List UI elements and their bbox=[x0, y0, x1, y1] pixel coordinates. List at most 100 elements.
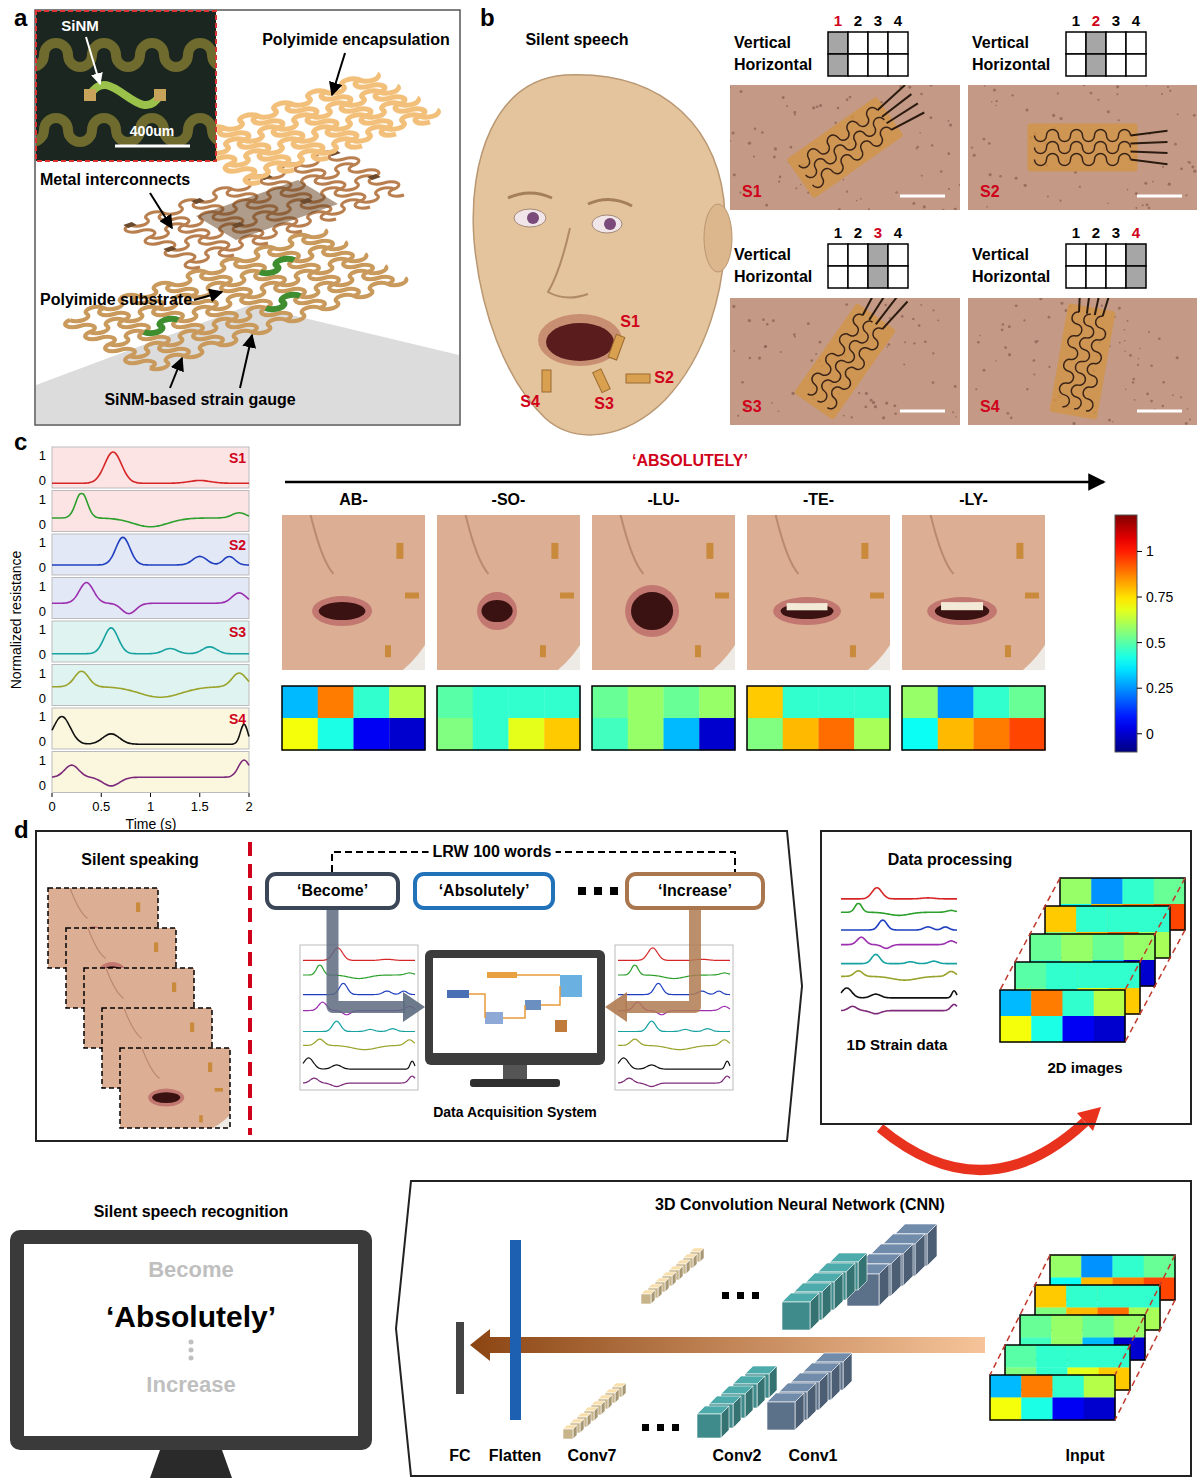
signal-curve bbox=[303, 948, 415, 961]
serpentine-trace bbox=[795, 105, 881, 170]
cnn-art bbox=[456, 1224, 1175, 1439]
skin-pore bbox=[870, 399, 873, 402]
heatmap-cell bbox=[1021, 1398, 1053, 1421]
sensor-patch bbox=[593, 369, 610, 393]
ellipsis-dot bbox=[752, 1292, 759, 1299]
label-text: Vertical bbox=[734, 246, 791, 263]
label-text: Silent speech bbox=[525, 31, 628, 48]
text-holder: 3D Convolution Neural Network (CNN) bbox=[655, 1196, 945, 1214]
polyimide-patch bbox=[794, 303, 896, 421]
heatmap-cell bbox=[1050, 1255, 1082, 1278]
heatmap-cell bbox=[1030, 934, 1062, 960]
monitor-screen bbox=[433, 958, 597, 1053]
cube-side bbox=[580, 1419, 584, 1433]
resistance-plots bbox=[52, 447, 249, 797]
heatmap-cell bbox=[1094, 1016, 1126, 1042]
sensor-patch bbox=[695, 645, 701, 657]
label-text: 4 bbox=[894, 12, 902, 29]
cube-side bbox=[891, 1254, 901, 1296]
heatmap-cell bbox=[1053, 1398, 1085, 1421]
skin-pore bbox=[993, 88, 996, 91]
sensor-patch bbox=[405, 593, 419, 599]
face-skin bbox=[390, 430, 605, 694]
text-holder: 1 bbox=[834, 224, 842, 242]
skin-pore bbox=[868, 208, 870, 210]
skin-pore bbox=[1048, 316, 1051, 319]
text-holder: 4 bbox=[894, 224, 902, 242]
text-holder: S2 bbox=[229, 536, 246, 554]
colorbar bbox=[1115, 515, 1142, 752]
contact-pad bbox=[367, 174, 381, 180]
text-holder: 3 bbox=[874, 224, 882, 242]
skin-pore bbox=[1132, 378, 1135, 381]
text-holder: Data processing bbox=[888, 851, 1012, 869]
label-text: -LU- bbox=[648, 491, 680, 508]
lip-photos bbox=[235, 430, 1070, 694]
text-holder: 0 bbox=[39, 732, 46, 750]
skin-pore bbox=[1169, 90, 1171, 92]
block-icon bbox=[555, 1020, 567, 1032]
metal-track bbox=[36, 43, 216, 67]
skin-pore bbox=[729, 87, 730, 88]
signal-curve bbox=[303, 1058, 415, 1069]
label-text: Conv2 bbox=[713, 1447, 762, 1464]
word-box: ‘Increase’ bbox=[625, 872, 765, 910]
connector-line bbox=[333, 910, 406, 1007]
contact-pad bbox=[231, 222, 245, 228]
heatmap-cell bbox=[628, 718, 664, 750]
ellipsis-dot bbox=[642, 1424, 649, 1431]
skin-pore bbox=[837, 107, 840, 110]
skin-pore bbox=[954, 208, 957, 211]
text-holder: Polyimide encapsulation bbox=[262, 31, 450, 49]
signal-curve bbox=[841, 988, 957, 998]
table-cell bbox=[888, 54, 908, 76]
skin-pore bbox=[1150, 400, 1153, 403]
serpentine-trace bbox=[809, 125, 895, 190]
skin-pore bbox=[947, 120, 949, 122]
signal-curve bbox=[303, 1076, 415, 1086]
serpentine-trace bbox=[165, 174, 379, 252]
signal-curve bbox=[618, 1039, 730, 1050]
skin-pore bbox=[1001, 329, 1004, 332]
serpentine-trace bbox=[803, 312, 868, 398]
skin-pore bbox=[856, 200, 858, 202]
table-cell bbox=[848, 244, 868, 266]
cube-side bbox=[834, 1273, 843, 1310]
contact-pad bbox=[191, 198, 205, 204]
plot-strip bbox=[52, 665, 249, 706]
skin-pore bbox=[838, 208, 841, 211]
cube-side bbox=[622, 1383, 626, 1397]
heatmap-cell bbox=[1091, 878, 1123, 904]
skin-pore bbox=[807, 322, 810, 325]
face-photo bbox=[390, 430, 605, 694]
skin-pore bbox=[1167, 86, 1169, 88]
photo-ground bbox=[968, 85, 1197, 210]
heatmap-cell bbox=[1009, 686, 1045, 718]
heatmap-cell bbox=[747, 686, 783, 718]
label-text: 2 bbox=[1092, 224, 1100, 241]
skin-pore bbox=[923, 205, 926, 208]
text-holder: b bbox=[480, 4, 495, 32]
nose-line bbox=[621, 515, 644, 574]
label-text: 2 bbox=[854, 12, 862, 29]
text-holder: Normalized resistance bbox=[7, 551, 25, 690]
skin-pore bbox=[860, 198, 862, 200]
text-holder: Metal interconnects bbox=[40, 171, 190, 189]
skin-pore bbox=[793, 111, 796, 114]
signal-curve bbox=[841, 888, 957, 899]
skin-pore bbox=[753, 155, 755, 157]
lead-wire bbox=[859, 282, 884, 315]
text-holder: S1 bbox=[229, 449, 246, 467]
skin-photo bbox=[729, 79, 961, 211]
flow-arrow bbox=[605, 910, 695, 1022]
skin-pore bbox=[885, 401, 888, 404]
ellipsis-dot bbox=[657, 1424, 664, 1431]
label-text: Horizontal bbox=[734, 56, 812, 73]
skin-pore bbox=[1059, 200, 1061, 202]
skin-pore bbox=[1118, 119, 1120, 121]
sensor-patch bbox=[1016, 543, 1023, 559]
label-text: Vertical bbox=[972, 246, 1029, 263]
node-text: Become bbox=[148, 1257, 234, 1282]
heatmap-cell bbox=[1108, 906, 1140, 932]
head-illustration bbox=[473, 75, 732, 435]
